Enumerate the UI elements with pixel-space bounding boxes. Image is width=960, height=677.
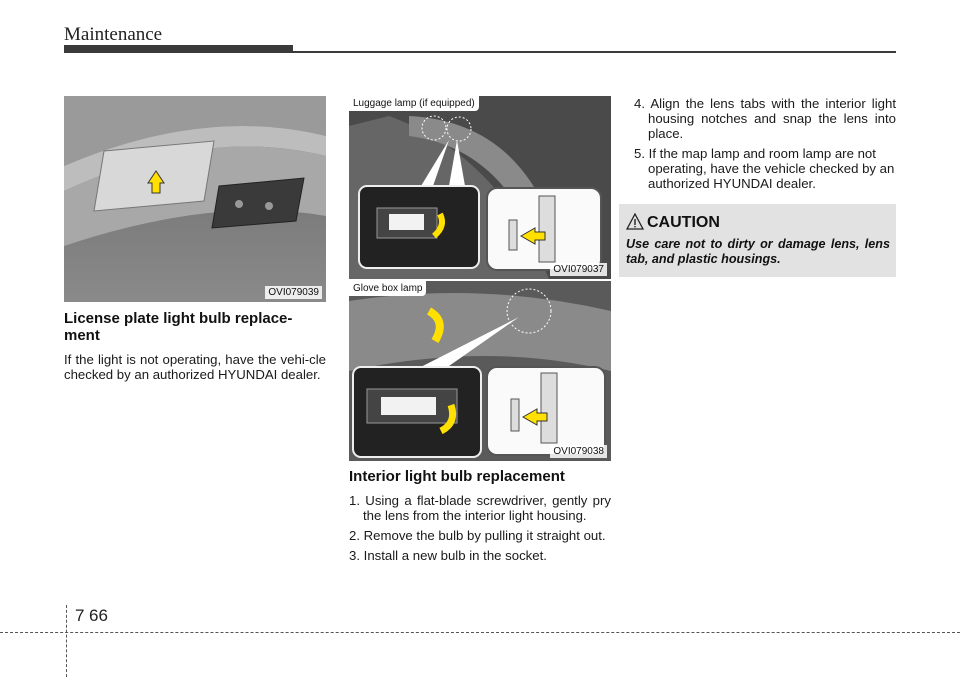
footer-rule bbox=[0, 632, 960, 633]
interior-light-steps: 1. Using a flat-blade screwdriver, gentl… bbox=[349, 493, 611, 563]
step-item: 1. Using a flat-blade screwdriver, gentl… bbox=[349, 493, 611, 523]
footer-divider bbox=[66, 605, 67, 677]
luggage-lamp-caption: Luggage lamp (if equipped) bbox=[349, 96, 479, 111]
glove-box-lamp-illustration bbox=[349, 281, 611, 461]
caution-box: CAUTION Use care not to dirty or damage … bbox=[619, 204, 896, 277]
header-rule-line bbox=[293, 51, 896, 53]
license-plate-light-illustration bbox=[64, 96, 326, 302]
caution-text: Use care not to dirty or damage lens, le… bbox=[626, 237, 890, 266]
license-plate-light-figure: OVI079039 bbox=[64, 96, 326, 302]
page-header-title: Maintenance bbox=[64, 24, 163, 45]
glove-box-lamp-figure: Glove box lamp OVI079038 bbox=[349, 281, 611, 461]
step-item: 5. If the map lamp and room lamp are not… bbox=[634, 146, 895, 191]
caution-title: CAUTION bbox=[647, 214, 720, 231]
chapter-number: 7 bbox=[75, 606, 85, 625]
warning-triangle-icon bbox=[626, 213, 644, 230]
step-item: 4. Align the lens tabs with the interior… bbox=[634, 96, 896, 141]
header-rule bbox=[64, 45, 293, 53]
luggage-lamp-figure: Luggage lamp (if equipped) OVI079037 bbox=[349, 96, 611, 279]
figure-code: OVI079037 bbox=[550, 263, 607, 276]
license-plate-section-title: License plate light bulb replace-ment bbox=[64, 310, 293, 344]
step-item: 2. Remove the bulb by pulling it straigh… bbox=[349, 528, 606, 543]
license-plate-section-body: If the light is not operating, have the … bbox=[64, 352, 326, 382]
figure-code: OVI079039 bbox=[265, 286, 322, 299]
page-number: 66 bbox=[89, 606, 108, 625]
luggage-lamp-illustration bbox=[349, 96, 611, 279]
step-item: 3. Install a new bulb in the socket. bbox=[349, 548, 547, 563]
interior-light-section-title: Interior light bulb replacement bbox=[349, 468, 565, 485]
figure-code: OVI079038 bbox=[550, 445, 607, 458]
glove-box-lamp-caption: Glove box lamp bbox=[349, 281, 427, 296]
interior-light-steps-continued: 4. Align the lens tabs with the interior… bbox=[634, 96, 896, 191]
